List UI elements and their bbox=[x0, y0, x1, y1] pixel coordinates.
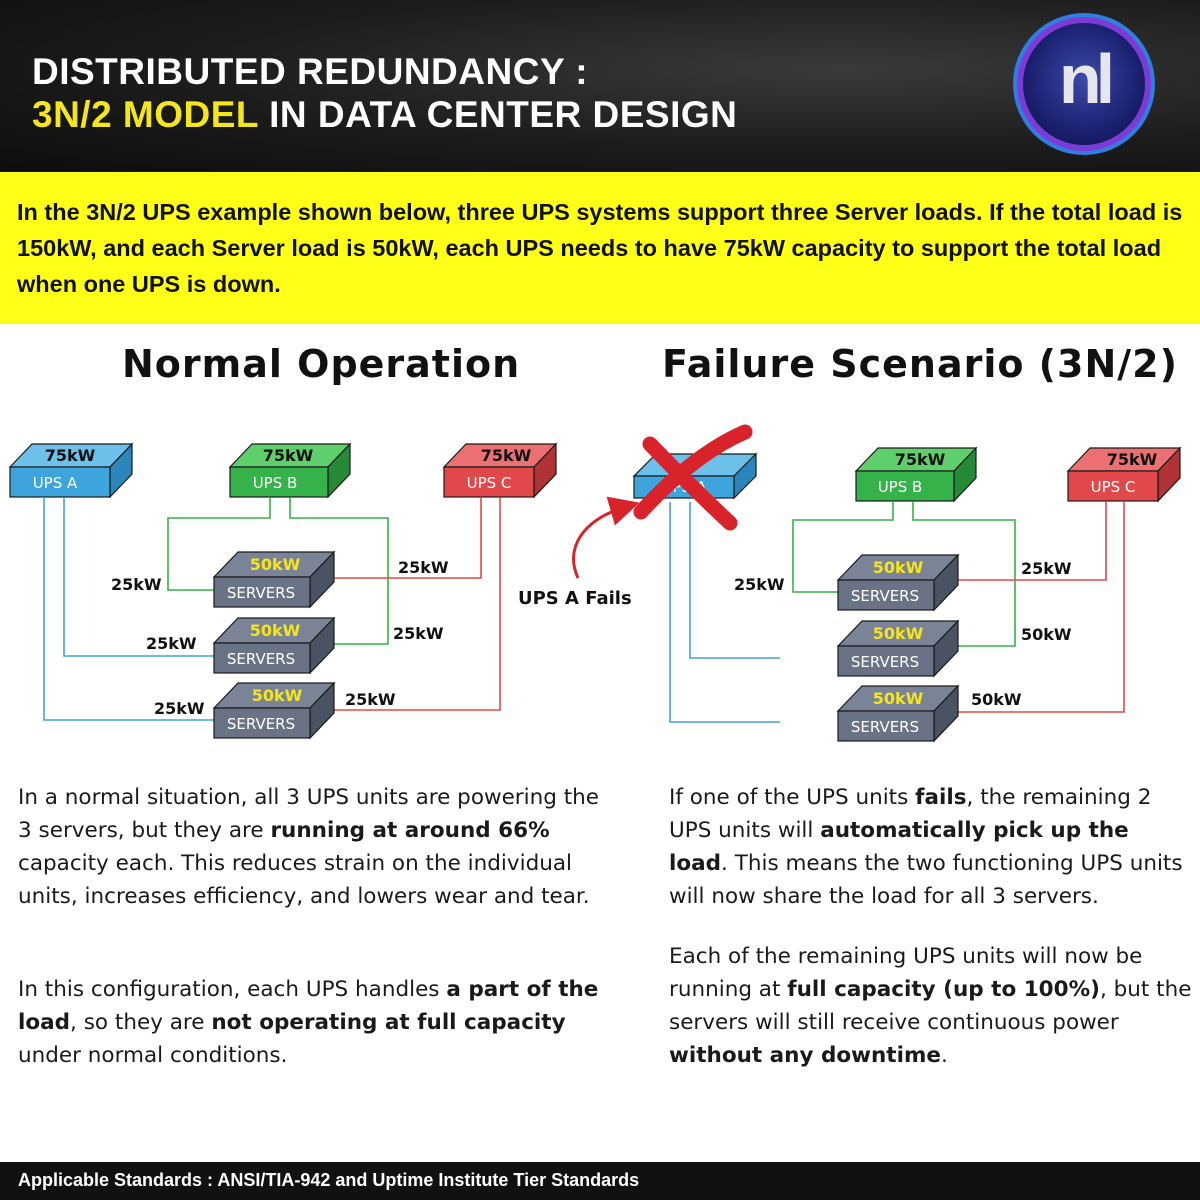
normal-server-1-load: 50kW bbox=[250, 555, 301, 574]
failure-server-2-load: 50kW bbox=[873, 624, 924, 643]
intro-banner: In the 3N/2 UPS example shown below, thr… bbox=[0, 172, 1200, 324]
normal-server-2-label: SERVERS bbox=[227, 650, 295, 668]
failure-feed-b-s2: 50kW bbox=[1021, 625, 1072, 644]
normal-server-1-label: SERVERS bbox=[227, 584, 295, 602]
normal-desc-2d: not operating at full capacity bbox=[211, 1010, 566, 1035]
logo-text: nl bbox=[1058, 40, 1115, 118]
normal-desc-1c: capacity each. This reduces strain on th… bbox=[18, 851, 590, 909]
normal-desc-2e: under normal conditions. bbox=[18, 1043, 288, 1068]
normal-server-2: 50kW SERVERS bbox=[212, 616, 336, 675]
normal-description-1: In a normal situation, all 3 UPS units a… bbox=[18, 781, 618, 913]
failure-server-1: 50kW SERVERS bbox=[836, 553, 960, 612]
standards-text: Applicable Standards : ANSI/TIA-942 and … bbox=[18, 1170, 640, 1190]
failure-scenario-heading: Failure Scenario (3N/2) bbox=[662, 342, 1178, 386]
fail-pointer-arrow bbox=[572, 496, 640, 579]
failure-desc-2a: Each of the remaining UPS units will now… bbox=[669, 944, 1143, 1002]
failure-desc-2b: full capacity (up to 100%) bbox=[787, 977, 1100, 1002]
failure-feed-c-s1: 25kW bbox=[1021, 559, 1072, 578]
footer-bar: Applicable Standards : ANSI/TIA-942 and … bbox=[0, 1162, 1200, 1200]
failure-description-2: Each of the remaining UPS units will now… bbox=[669, 940, 1194, 1072]
normal-ups-b-capacity: 75kW bbox=[263, 446, 314, 465]
normal-ups-b: 75kW UPS B bbox=[228, 442, 352, 499]
normal-feed-c-s3: 25kW bbox=[345, 690, 396, 709]
failure-ups-c-capacity: 75kW bbox=[1107, 450, 1158, 469]
normal-feed-a-s3: 25kW bbox=[154, 699, 205, 718]
normal-desc-1a: In a normal situation, all 3 UPS units a… bbox=[18, 785, 600, 843]
failure-server-3-label: SERVERS bbox=[851, 718, 919, 736]
normal-feed-b-s2: 25kW bbox=[393, 624, 444, 643]
title-line-1: DISTRIBUTED REDUNDANCY : bbox=[32, 51, 589, 92]
normal-ups-c-label: UPS C bbox=[467, 474, 512, 492]
title-rest: IN DATA CENTER DESIGN bbox=[258, 94, 738, 135]
failure-ups-b: 75kW UPS B bbox=[854, 446, 978, 503]
normal-server-1: 50kW SERVERS bbox=[212, 550, 336, 609]
header-banner: DISTRIBUTED REDUNDANCY : 3N/2 MODEL IN D… bbox=[0, 0, 1200, 172]
failure-desc-1d: automatically pick up the load bbox=[669, 818, 1129, 876]
failure-ups-b-capacity: 75kW bbox=[895, 450, 946, 469]
failure-desc-2e: . bbox=[940, 1043, 948, 1068]
normal-ups-c: 75kW UPS C bbox=[442, 442, 558, 499]
normal-ups-a-label: UPS A bbox=[33, 474, 78, 492]
failure-server-2-label: SERVERS bbox=[851, 653, 919, 671]
normal-desc-2a: In this configuration, each UPS handles bbox=[18, 977, 447, 1002]
normal-feed-b-s1: 25kW bbox=[111, 575, 162, 594]
failure-description-1: If one of the UPS units fails, the remai… bbox=[669, 781, 1194, 913]
failure-feed-b-s1: 25kW bbox=[734, 575, 785, 594]
failure-desc-1e: . This means the two functioning UPS uni… bbox=[669, 851, 1183, 909]
failure-desc-2c: , but the servers will still receive con… bbox=[669, 977, 1192, 1035]
failed-ups-x-mark bbox=[633, 424, 753, 531]
failure-ups-c-label: UPS C bbox=[1091, 478, 1136, 496]
failure-desc-1a: If one of the UPS units bbox=[669, 785, 916, 810]
failure-server-1-load: 50kW bbox=[873, 558, 924, 577]
failure-wires bbox=[669, 502, 1125, 723]
normal-server-3: 50kW SERVERS bbox=[212, 681, 336, 740]
normal-operation-heading: Normal Operation bbox=[122, 342, 521, 386]
brand-logo: nl bbox=[1023, 23, 1145, 145]
normal-server-3-label: SERVERS bbox=[227, 715, 295, 733]
failure-server-2: 50kW SERVERS bbox=[836, 619, 960, 678]
normal-feed-c-s1: 25kW bbox=[398, 558, 449, 577]
failure-server-3-load: 50kW bbox=[873, 689, 924, 708]
normal-wires bbox=[43, 498, 501, 721]
normal-ups-a: 75kW UPS A bbox=[8, 442, 134, 499]
failure-ups-b-label: UPS B bbox=[878, 478, 923, 496]
ups-a-fails-label: UPS A Fails bbox=[518, 588, 632, 609]
ups-diagrams: 75kW UPS A 75kW UPS B 75kW UPS C 50kW SE… bbox=[8, 424, 1182, 743]
normal-server-2-load: 50kW bbox=[250, 621, 301, 640]
failure-desc-1b: fails bbox=[915, 785, 967, 810]
normal-server-3-load: 50kW bbox=[252, 686, 303, 705]
title-highlight: 3N/2 MODEL bbox=[32, 94, 259, 135]
normal-ups-c-capacity: 75kW bbox=[481, 446, 532, 465]
normal-feed-a-s2: 25kW bbox=[146, 634, 197, 653]
intro-text: In the 3N/2 UPS example shown below, thr… bbox=[17, 199, 1183, 297]
page-title: DISTRIBUTED REDUNDANCY : 3N/2 MODEL IN D… bbox=[32, 50, 737, 136]
normal-desc-1b: running at around 66% bbox=[270, 818, 550, 843]
normal-ups-a-capacity: 75kW bbox=[45, 446, 96, 465]
normal-description-2: In this configuration, each UPS handles … bbox=[18, 973, 618, 1072]
failure-ups-c: 75kW UPS C bbox=[1066, 446, 1182, 503]
title-line-2: 3N/2 MODEL IN DATA CENTER DESIGN bbox=[32, 93, 737, 136]
failure-server-1-label: SERVERS bbox=[851, 587, 919, 605]
normal-ups-b-label: UPS B bbox=[253, 474, 298, 492]
failure-feed-c-s3: 50kW bbox=[971, 690, 1022, 709]
failure-server-3: 50kW SERVERS bbox=[836, 684, 960, 743]
failure-desc-2d: without any downtime bbox=[669, 1043, 941, 1068]
normal-desc-2b: a part of the load bbox=[18, 977, 599, 1035]
normal-desc-2c: , so they are bbox=[70, 1010, 212, 1035]
failure-desc-1c: , the remaining 2 UPS units will bbox=[669, 785, 1152, 843]
